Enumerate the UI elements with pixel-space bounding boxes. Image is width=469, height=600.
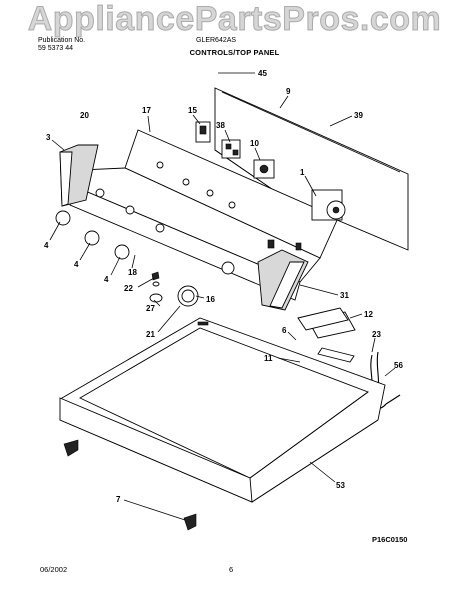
callout-6: 6 [282,326,287,335]
model-number: GLER642AS [196,37,237,44]
callout-53: 53 [336,481,345,490]
callout-21: 21 [146,330,155,339]
top-hinge-left [63,439,79,457]
callout-4-middle: 4 [74,260,79,269]
timer [311,189,346,221]
callout-23: 23 [372,330,381,339]
callout-15: 15 [188,106,197,115]
publication-info: Publication No. 59 5373 44 [38,37,85,53]
callout-27: 27 [146,304,155,313]
section-title: CONTROLS/TOP PANEL [189,48,280,57]
callout-1: 1 [300,168,305,177]
callout-4-lower: 4 [104,275,109,284]
callout-16: 16 [206,295,215,304]
top-panel [59,317,386,503]
publication-label: Publication No. [38,37,86,44]
callout-10: 10 [250,139,259,148]
callout-11: 11 [264,354,273,363]
watermark: AppliancePartsPros.com [27,0,442,39]
right-end-cap [257,249,309,311]
selector-switch [221,139,241,159]
callout-56: 56 [394,361,403,370]
control-panel-backsplash [55,129,339,301]
control-knobs [149,281,199,307]
callout-39: 39 [354,111,363,120]
push-to-start-switch [195,121,211,143]
callout-38: 38 [216,121,225,130]
leader-lines [49,72,396,521]
electronic-control-board [297,307,356,339]
temperature-switch [253,159,275,179]
publication-number: 59 5373 44 [38,45,74,52]
callout-9: 9 [286,87,291,96]
left-end-cap [59,144,99,207]
callout-4-upper: 4 [44,241,49,250]
callout-7: 7 [116,495,121,504]
top-hinge-bottom [183,513,197,531]
callout-22: 22 [124,284,133,293]
footer-date: 06/2002 [40,565,68,574]
callout-31: 31 [340,291,349,300]
callout-20: 20 [80,111,89,120]
callout-45: 45 [258,69,267,78]
callout-12: 12 [364,310,373,319]
callout-17: 17 [142,106,151,115]
drawing-code: P16C0150 [372,535,408,544]
callout-3: 3 [46,133,51,142]
callout-18: 18 [128,268,137,277]
footer-page-number: 6 [229,565,234,574]
